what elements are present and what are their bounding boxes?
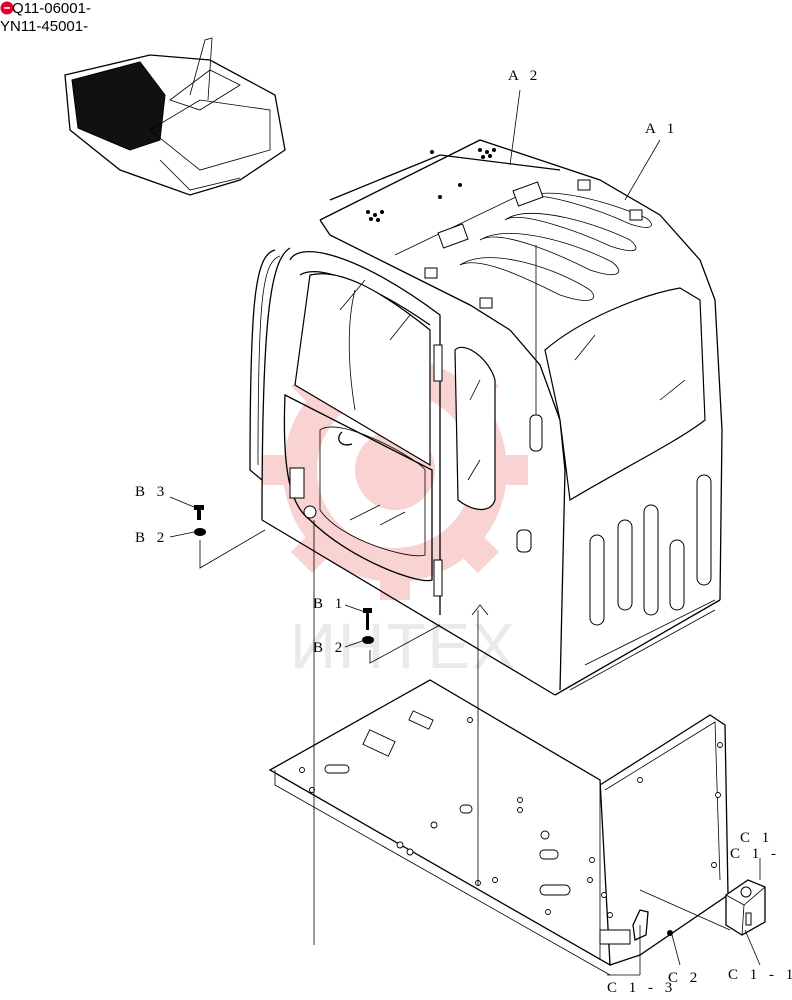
relay-box (725, 879, 766, 936)
floor-plate (268, 679, 731, 976)
callout-c1: C 1 (740, 830, 773, 846)
callout-b2-upper: B 2 (135, 530, 168, 546)
watermark-text: ИНТЕХ (290, 610, 517, 682)
callout-b2-lower: B 2 (313, 640, 346, 656)
machine-thumbnail (64, 37, 286, 196)
serial-range-2: YN11-45001- (0, 18, 89, 35)
callout-c1-dash: C 1 - (730, 846, 780, 862)
callout-a2: A 2 (508, 68, 541, 84)
callout-b1: B 1 (313, 596, 346, 612)
callout-a1: A 1 (645, 121, 678, 137)
fasteners (194, 505, 673, 936)
callout-c2: C 2 (668, 970, 701, 986)
callout-c1-1: C 1 - 1 (728, 967, 792, 983)
serial-range-1: Q11-06001- (12, 0, 91, 17)
leader-lines (169, 89, 761, 976)
side-slots (589, 474, 712, 626)
callout-b3: B 3 (135, 484, 168, 500)
serial-badge-icon (0, 1, 14, 15)
cab-body (249, 139, 723, 696)
callout-c1-3: C 1 - 3 (607, 980, 676, 996)
